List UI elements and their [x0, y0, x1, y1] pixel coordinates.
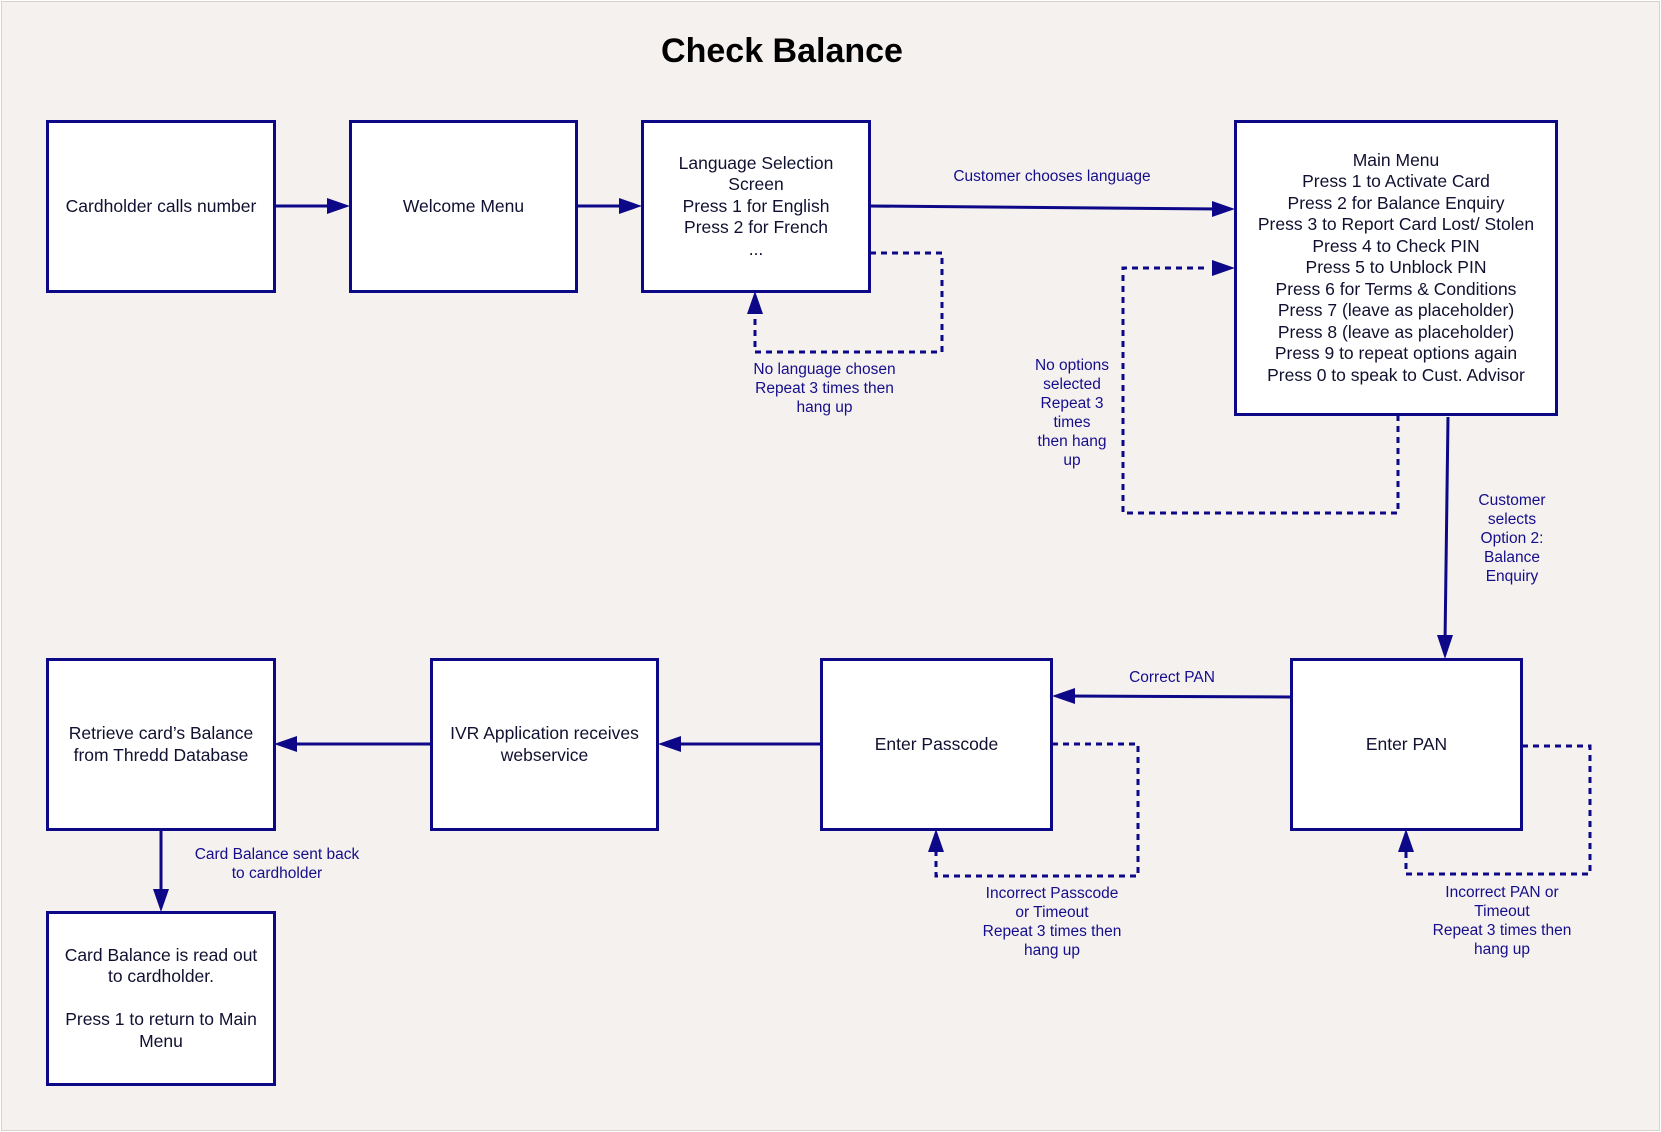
text-line: times: [1053, 414, 1091, 431]
text-line: Press 7 (leave as placeholder): [1277, 300, 1515, 321]
text-line: Card Balance is read out: [64, 944, 258, 965]
text-line: to cardholder: [231, 865, 323, 882]
text-line: Press 3 to Report Card Lost/ Stolen: [1257, 214, 1535, 235]
arrowhead-main-menu: [1212, 201, 1235, 217]
text-line: Customer chooses language: [953, 168, 1151, 185]
text-line: Enquiry: [1485, 568, 1539, 585]
text-line: selects: [1487, 511, 1537, 528]
text-line: Press 9 to repeat options again: [1274, 343, 1518, 364]
text-line: from Thredd Database: [73, 744, 249, 765]
text-line: Repeat 3 times then: [755, 380, 894, 397]
arrowhead-language: [619, 198, 642, 214]
text-line: Repeat 3 times then: [982, 923, 1122, 940]
arrowhead-readout: [153, 889, 169, 912]
text-line: Press 2 for Balance Enquiry: [1287, 192, 1505, 213]
arrowhead-main-menu-loop: [1212, 260, 1235, 276]
text-line: Repeat 3: [1040, 395, 1104, 412]
arrowhead-passcode: [1052, 688, 1075, 704]
label-balance-sent-back: Card Balance sent back to cardholder: [177, 845, 377, 883]
text-line: Press 8 (leave as placeholder): [1277, 321, 1515, 342]
arrowhead-passcode-loop: [928, 829, 944, 852]
text-line: Press 4 to Check PIN: [1312, 235, 1480, 256]
text-line: Press 5 to Unblock PIN: [1305, 257, 1487, 278]
text-line: to cardholder.: [107, 966, 215, 987]
text-line: Language Selection: [678, 152, 834, 173]
text-line: Card Balance sent back: [194, 846, 360, 863]
text-line: Timeout: [1474, 903, 1530, 920]
arrowhead-welcome: [327, 198, 350, 214]
text-line: Retrieve card’s Balance: [68, 723, 254, 743]
text-line: Screen: [728, 174, 784, 195]
text-line: hang up: [796, 399, 853, 416]
text-line: Incorrect PAN or: [1445, 884, 1559, 901]
text-line: [159, 988, 164, 1010]
arrowhead-retrieve: [274, 736, 297, 752]
text-line: ...: [748, 238, 764, 259]
label-correct-pan: Correct PAN: [1112, 668, 1232, 687]
text-line: Press 6 for Terms & Conditions: [1275, 278, 1517, 299]
text-line: then hang: [1037, 433, 1107, 450]
text-line: or Timeout: [1015, 904, 1089, 921]
text-line: Enter Passcode: [874, 733, 999, 754]
arrowhead-pan: [1437, 635, 1453, 659]
text-line: webservice: [500, 744, 589, 765]
node-welcome-menu: Welcome Menu: [349, 120, 578, 293]
text-line: Option 2:: [1480, 530, 1544, 547]
node-enter-pan: Enter PAN: [1290, 658, 1523, 831]
text-line: selected: [1043, 376, 1101, 393]
node-enter-passcode: Enter Passcode: [820, 658, 1053, 831]
arrowhead-language-loop: [747, 291, 763, 314]
text-line: Customer: [1478, 492, 1546, 509]
edge-language-to-main-menu: [867, 204, 1221, 211]
text-line: Press 1 to return to Main: [65, 1009, 257, 1030]
arrowhead-ivr: [658, 736, 681, 752]
text-line: Incorrect Passcode: [985, 885, 1119, 902]
text-line: IVR Application receives: [450, 723, 639, 743]
text-line: up: [1063, 452, 1081, 469]
loop-passcode-retry: [934, 742, 1140, 878]
text-line: Cardholder calls number: [65, 195, 257, 216]
diagram-title: Check Balance: [661, 32, 903, 70]
text-line: Main Menu: [1352, 149, 1440, 170]
text-line: hang up: [1473, 941, 1531, 958]
node-cardholder-calls: Cardholder calls number: [46, 120, 276, 293]
loop-pan-retry: [1404, 744, 1592, 876]
text-line: Press 1 to Activate Card: [1302, 171, 1490, 192]
text-line: Press 2 for French: [684, 217, 828, 238]
text-line: Repeat 3 times then: [1432, 922, 1572, 939]
text-line: Balance: [1483, 549, 1540, 566]
text-line: No options: [1034, 357, 1110, 374]
arrowhead-pan-loop: [1398, 829, 1414, 852]
text-line: No language chosen: [753, 361, 896, 378]
text-line: Press 0 to speak to Cust. Advisor: [1267, 364, 1525, 385]
loop-language-retry: [753, 251, 944, 354]
text-line: Welcome Menu: [402, 195, 525, 216]
edge-pan-to-passcode: [1066, 694, 1292, 699]
edge-main-menu-to-pan: [1443, 416, 1450, 644]
text-line: Press 1 for English: [682, 195, 830, 216]
text-line: Enter PAN: [1365, 733, 1448, 754]
text-line: Menu: [139, 1030, 183, 1051]
text-line: hang up: [1023, 942, 1081, 959]
text-line: Correct PAN: [1129, 669, 1215, 686]
label-customer-chooses-language: Customer chooses language: [927, 167, 1177, 186]
